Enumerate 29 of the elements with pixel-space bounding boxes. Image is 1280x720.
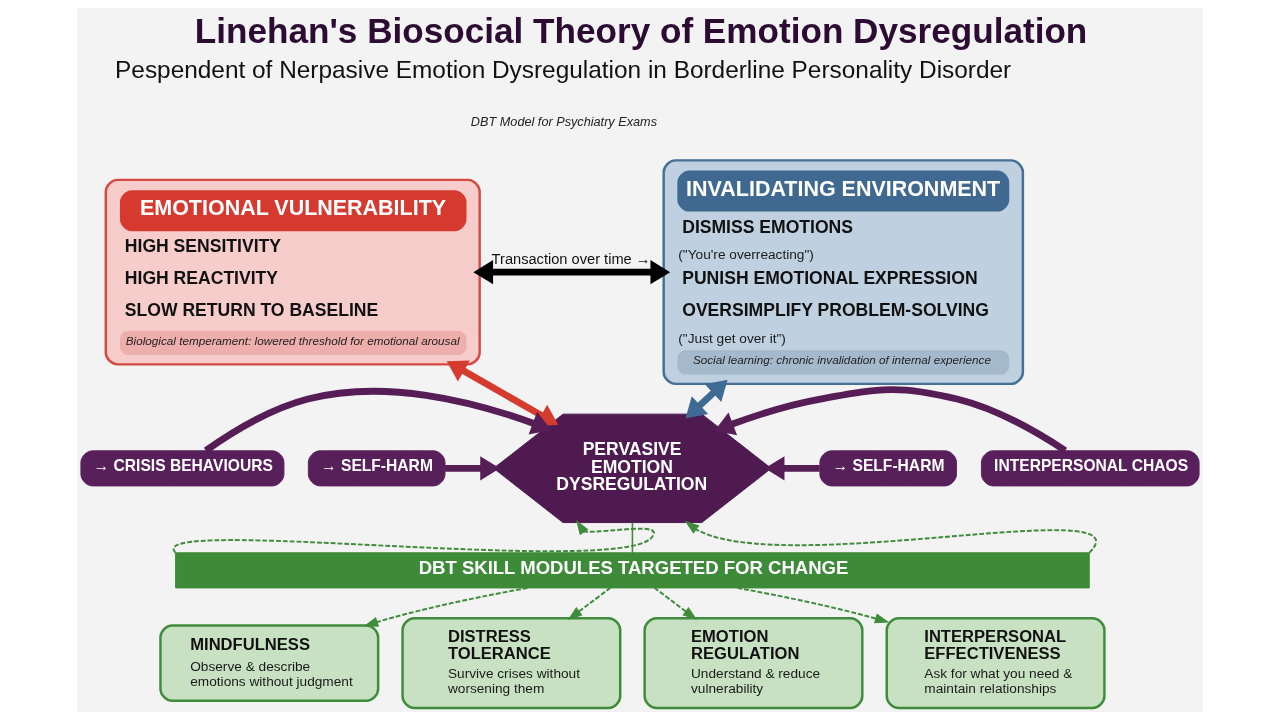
arrow bbox=[653, 587, 698, 620]
arrow bbox=[174, 520, 655, 554]
arrow bbox=[764, 456, 820, 481]
node-box: DISTRESS TOLERANCE Survive crises without worsening them bbox=[401, 617, 622, 710]
node-box: DBT SKILL MODULES TARGETED FOR CHANGE bbox=[175, 552, 1090, 589]
node-box: EMOTION REGULATION Understand & reduce vulnerability bbox=[643, 617, 864, 710]
arrow bbox=[714, 386, 1068, 454]
arrow bbox=[736, 587, 890, 624]
edge-label: Transaction over time → bbox=[491, 251, 651, 268]
arrow bbox=[203, 387, 552, 454]
arrow bbox=[473, 260, 671, 285]
arrow bbox=[684, 520, 1097, 554]
node-box: INTERPERSONAL CHAOS bbox=[980, 450, 1200, 487]
connector bbox=[631, 521, 634, 554]
node-box: → CRISIS BEHAVIOURS bbox=[80, 450, 285, 487]
arrow bbox=[685, 379, 728, 419]
node-box: INVALIDATING ENVIRONMENT DISMISS EMOTIONS ("You're overreacting") PUNISH EMOTIONAL EXPRESSION OVERSIMPLIFY PROBLEM-SOLVING ("Just get over it") Social learning: chronic invalidation of internal experience bbox=[662, 159, 1025, 386]
arrow bbox=[363, 587, 529, 627]
node-box: INTERPERSONAL EFFECTIVENESS Ask for what you need & maintain relationships bbox=[885, 617, 1106, 710]
diagram-title: Linehan's Biosocial Theory of Emotion Dysregulation bbox=[194, 11, 1088, 51]
node-box: EMOTIONAL VULNERABILITY HIGH SENSITIVITY HIGH REACTIVITY SLOW RETURN TO BASELINE Biological temperament: lowered threshold for emotional arousal bbox=[104, 178, 481, 366]
node-box: → SELF-HARM bbox=[819, 450, 957, 487]
label: Pespendent of Nerpasive Emotion Dysregulation in Borderline Personality Disorder bbox=[115, 56, 1012, 84]
arrow bbox=[567, 587, 612, 620]
node-box: → SELF-HARM bbox=[307, 450, 446, 487]
label: DBT Model for Psychiatry Exams bbox=[470, 114, 658, 129]
arrow bbox=[445, 456, 500, 481]
arrow bbox=[446, 360, 559, 426]
node-box: MINDFULNESS Observe & describe emotions without judgment bbox=[159, 624, 380, 702]
